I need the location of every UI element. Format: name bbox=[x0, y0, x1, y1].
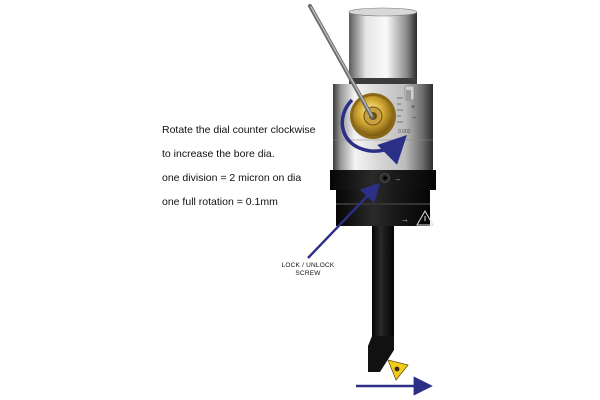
warning-triangle-icon bbox=[416, 209, 434, 226]
rotation-arrow-icon bbox=[340, 98, 407, 165]
instruction-line-3: one division = 2 micron on dia bbox=[162, 172, 302, 184]
clamp-ring bbox=[330, 170, 436, 226]
lock-symbol: → bbox=[394, 176, 401, 183]
lock-screw-label-line-1: LOCK / UNLOCK bbox=[281, 262, 335, 269]
instruction-line-2: to increase the bore dia. bbox=[162, 148, 275, 160]
hex-key-icon bbox=[308, 4, 374, 119]
instruction-line-4: one full rotation = 0.1mm bbox=[162, 196, 278, 208]
scale-mark-plus: + bbox=[411, 104, 415, 111]
lock-screw-pointer-arrow bbox=[307, 182, 381, 259]
scale-ticks bbox=[397, 97, 403, 123]
top-cap bbox=[348, 7, 418, 84]
lock-screw-label-line-2: SCREW bbox=[295, 270, 321, 277]
instruction-line-1: Rotate the dial counter clockwise bbox=[162, 124, 316, 136]
scale-mark-minus: − bbox=[412, 115, 416, 122]
small-engraving: 0.002 bbox=[398, 129, 411, 135]
cutting-insert bbox=[387, 359, 409, 381]
lock-screw-label: LOCK / UNLOCK SCREW bbox=[268, 262, 348, 278]
direction-symbol: → bbox=[401, 215, 409, 224]
boring-bar bbox=[368, 226, 394, 372]
